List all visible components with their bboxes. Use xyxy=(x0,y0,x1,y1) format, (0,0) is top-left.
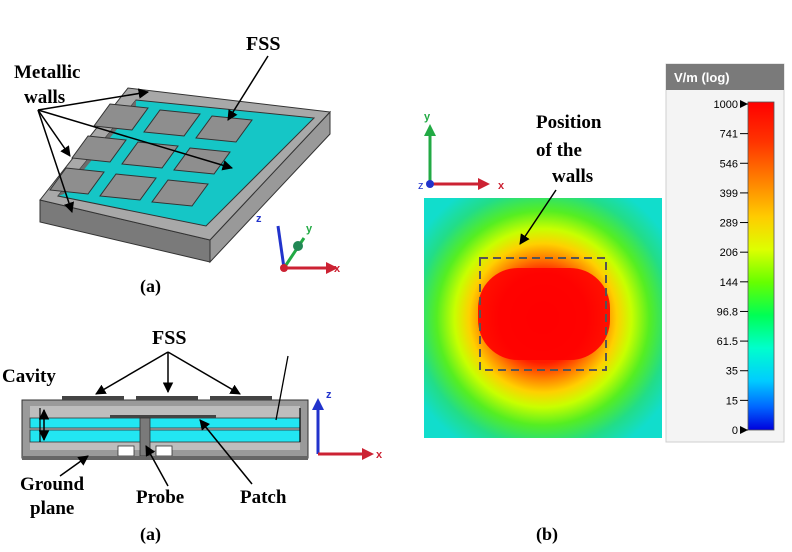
walls-leader-3 xyxy=(37,109,74,213)
field-core xyxy=(478,268,610,360)
colorbar-end-marker xyxy=(740,426,748,434)
colorbar-tick-label: 399 xyxy=(720,188,738,200)
colorbar-gradient xyxy=(747,101,775,431)
patch-label: Patch xyxy=(240,487,287,508)
svg-text:z: z xyxy=(256,213,262,225)
walls-label: walls xyxy=(24,87,65,108)
colorbar-tick-label: 741 xyxy=(720,129,738,141)
svg-text:z: z xyxy=(326,389,332,401)
colorbar-tick-label: 15 xyxy=(726,395,738,407)
ground-plane xyxy=(22,456,308,460)
colorbar-tick-label: 289 xyxy=(720,218,738,230)
colorbar-tick-label: 61.5 xyxy=(717,336,738,348)
position-label: Position xyxy=(536,112,602,133)
colorbar-tick-label: 96.8 xyxy=(717,306,738,318)
metallic-label: Metallic xyxy=(14,62,80,83)
walls-leader-4 xyxy=(37,109,234,171)
caption-a-top: (a) xyxy=(140,276,161,297)
axis-triad-b: y x z xyxy=(418,111,505,192)
fss-leader-top xyxy=(227,55,269,121)
colorbar-tick-label: 1000 xyxy=(714,99,738,111)
caption-b: (b) xyxy=(536,524,558,545)
cavity-label: Cavity xyxy=(2,366,56,387)
svg-text:x: x xyxy=(334,263,341,275)
plane-label: plane xyxy=(30,498,74,519)
svg-text:y: y xyxy=(424,111,431,123)
panel-a-3d: FSS Metallic walls z x y (a) xyxy=(14,33,341,297)
colorbar-end-marker xyxy=(740,100,748,108)
colorbar-title-bg xyxy=(666,64,784,90)
colorbar-tick-label: 546 xyxy=(720,158,738,170)
svg-text:x: x xyxy=(498,180,505,192)
of-the-label: of the xyxy=(536,140,582,161)
fss-patches-3d xyxy=(49,103,253,207)
panel-b: y x z Position of the walls (b) xyxy=(418,111,662,545)
walls-leader-2 xyxy=(37,109,71,157)
patch-strip xyxy=(110,415,216,418)
colorbar-tick-label: 35 xyxy=(726,366,738,378)
walls-b-label: walls xyxy=(552,166,593,187)
colorbar-title: V/m (log) xyxy=(674,70,730,85)
walls-dashed-outline xyxy=(479,257,607,371)
caption-a-bottom: (a) xyxy=(140,524,161,545)
fss-label-cross: FSS xyxy=(152,327,186,349)
svg-text:x: x xyxy=(376,449,383,461)
colorbar-tick-label: 0 xyxy=(732,425,738,437)
substrate-layer-bottom xyxy=(29,429,301,443)
colorbar-tick-label: 144 xyxy=(720,277,738,289)
walls-leader-1 xyxy=(37,88,150,111)
probe-label: Probe xyxy=(136,487,184,508)
axis-triad-cross: z x xyxy=(312,389,383,461)
panel-a-cross: FSS Cavity Ground plane Probe Patch z x … xyxy=(2,327,383,545)
svg-text:z: z xyxy=(418,180,424,192)
fss-strips-cross xyxy=(62,396,272,400)
axis-triad-3d: z x y xyxy=(256,213,341,275)
colorbar: V/m (log) 1000 741 546 399 289 206 144 96.8 61.5… xyxy=(665,63,785,443)
svg-text:y: y xyxy=(306,223,313,235)
colorbar-tick-label: 206 xyxy=(720,247,738,259)
colorbar-ticks: 1000 741 546 399 289 206 144 96.8 61.5 35 15 0 xyxy=(714,99,748,437)
fss-label-top: FSS xyxy=(246,33,280,55)
ground-label: Ground xyxy=(20,474,85,495)
substrate-layer-top xyxy=(29,417,301,429)
